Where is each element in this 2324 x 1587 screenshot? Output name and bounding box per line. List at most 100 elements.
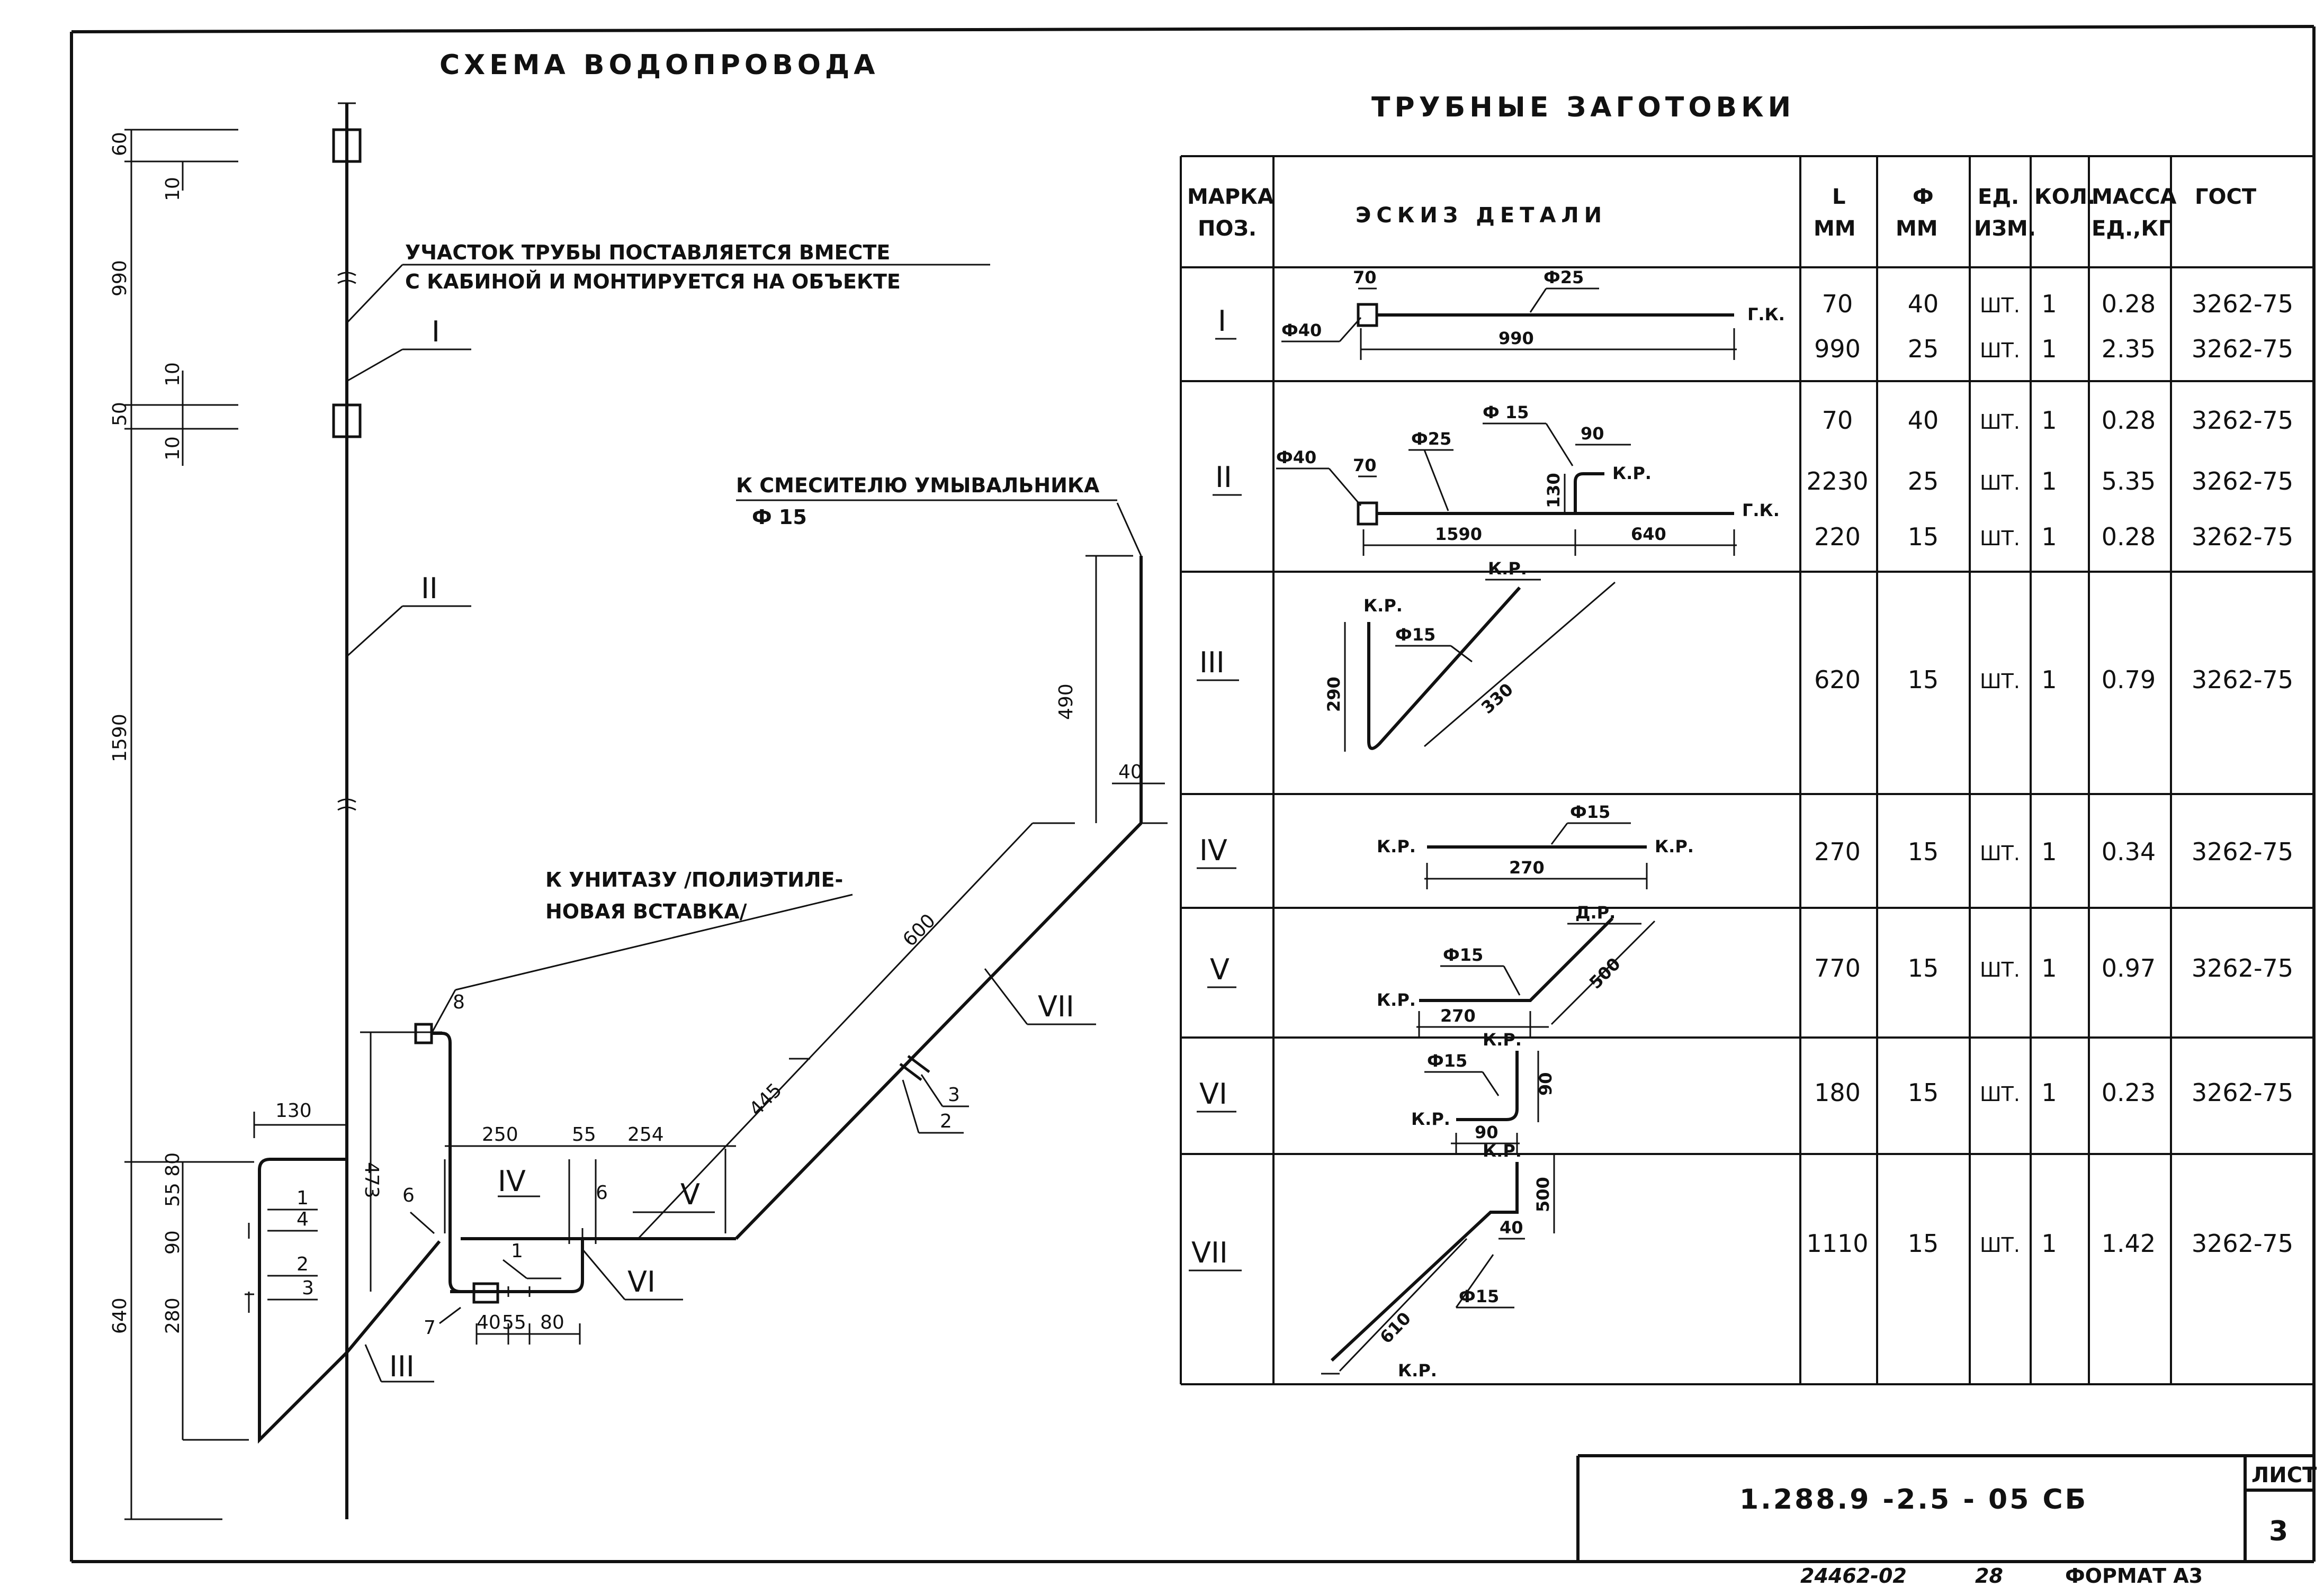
sketch-II: Ф40 70 Ф25 Ф 15 90 130 К.Р. 1590 640 Г.К… bbox=[1276, 402, 1780, 556]
label-VII: VII bbox=[1038, 990, 1074, 1023]
sketch-phi: Ф15 bbox=[1443, 945, 1483, 965]
sketch-end: К.Р. bbox=[1612, 463, 1652, 483]
dim-90: 90 bbox=[162, 1230, 184, 1255]
sheet-number: 3 bbox=[2269, 1516, 2290, 1547]
hdr-phi-2: ММ bbox=[1896, 217, 1938, 241]
mark-column: I II III IV V VI VII bbox=[1189, 304, 1242, 1272]
cell-phi: 25 bbox=[1908, 467, 1939, 495]
vertical-dimension-chain: 60 10 990 10 50 10 1590 640 280 90 55 80 bbox=[109, 129, 254, 1520]
water-supply-scheme: СХЕМА ВОДОПРОВОДА 60 10 990 10 50 10 159… bbox=[109, 49, 1168, 1520]
label-I: I bbox=[432, 315, 440, 348]
sketch-VII: К.Р. 500 40 610 Ф15 К.Р. bbox=[1321, 1141, 1555, 1381]
ref-2-left: 2 bbox=[297, 1254, 309, 1275]
cell-mass: 0.23 bbox=[2102, 1078, 2156, 1107]
cell-gost: 3262-75 bbox=[2192, 467, 2293, 495]
cell-unit: ШТ. bbox=[1980, 339, 2020, 362]
note-mixer-line1: К СМЕСИТЕЛЮ УМЫВАЛЬНИКА bbox=[736, 474, 1100, 497]
cell-phi: 15 bbox=[1908, 1229, 1939, 1258]
cell-mass: 1.42 bbox=[2102, 1229, 2156, 1258]
cell-unit: ШТ. bbox=[1980, 527, 2020, 550]
table-header: МАРКА ПОЗ. ЭСКИЗ ДЕТАЛИ L ММ Ф ММ ЕД. ИЗ… bbox=[1187, 185, 2257, 241]
dim-10-low: 10 bbox=[162, 436, 184, 461]
format-label: ФОРМАТ А3 bbox=[2065, 1564, 2203, 1587]
sketch-end: К.Р. bbox=[1398, 1360, 1437, 1381]
ref-4: 4 bbox=[297, 1209, 309, 1230]
ref-3-left: 3 bbox=[302, 1277, 314, 1299]
sketch-end: К.Р. bbox=[1655, 836, 1694, 856]
cell-gost: 3262-75 bbox=[2192, 954, 2293, 982]
cell-gost: 3262-75 bbox=[2192, 406, 2293, 435]
sketch-V: Ф15 Д.Р. 500 К.Р. 270 bbox=[1377, 903, 1656, 1038]
dim-250: 250 bbox=[482, 1124, 518, 1146]
cell-l: 220 bbox=[1814, 522, 1861, 551]
sketch-IV: Ф15 К.Р. К.Р. 270 bbox=[1377, 802, 1694, 889]
label-II: II bbox=[421, 572, 438, 605]
dim-254: 254 bbox=[627, 1124, 664, 1146]
label-IV: IV bbox=[498, 1165, 526, 1198]
cell-l: 270 bbox=[1814, 837, 1861, 866]
table-title: ТРУБНЫЕ ЗАГОТОВКИ bbox=[1371, 92, 1795, 123]
dim-55-top: 55 bbox=[572, 1124, 596, 1146]
hdr-unit-2: ИЗМ. bbox=[1974, 217, 2036, 241]
dim-445: 445 bbox=[745, 1079, 786, 1121]
sketch-phi: Ф15 bbox=[1395, 625, 1435, 645]
sketch-end: К.Р. bbox=[1377, 836, 1416, 856]
hdr-mass-1: МАССА bbox=[2092, 185, 2176, 209]
dim-473: 473 bbox=[361, 1162, 382, 1198]
cell-gost: 3262-75 bbox=[2192, 290, 2293, 318]
dim-60: 60 bbox=[109, 132, 131, 156]
sketch-end: Д.Р. bbox=[1575, 903, 1616, 923]
ref-6-left: 6 bbox=[402, 1185, 415, 1206]
sketch-phi: Ф15 bbox=[1570, 802, 1610, 822]
sketch-dim: 500 bbox=[1533, 1177, 1553, 1212]
cell-mass: 0.28 bbox=[2102, 406, 2156, 435]
cell-qty: 1 bbox=[2041, 467, 2057, 495]
cell-mass: 0.28 bbox=[2102, 522, 2156, 551]
sketch-III: К.Р. К.Р. Ф15 290 330 bbox=[1324, 558, 1616, 752]
note-mixer-line2: Ф 15 bbox=[752, 506, 807, 529]
hdr-mark-2: ПОЗ. bbox=[1198, 217, 1257, 241]
dim-50: 50 bbox=[109, 402, 131, 426]
table-row: 620 15 ШТ. 1 0.79 3262-75 bbox=[1814, 665, 2293, 694]
sketch-dim: 270 bbox=[1440, 1006, 1476, 1026]
bypass-branch: 130 1 4 2 3 bbox=[245, 1100, 348, 1444]
sketch-end: Г.К. bbox=[1747, 304, 1785, 324]
cell-unit: ШТ. bbox=[1980, 294, 2020, 317]
mark-VII: VII bbox=[1191, 1236, 1228, 1269]
note-toilet-line2: НОВАЯ ВСТАВКА/ bbox=[545, 900, 747, 923]
cell-unit: ШТ. bbox=[1980, 1083, 2020, 1106]
cell-gost: 3262-75 bbox=[2192, 1078, 2293, 1107]
dim-40-mixer: 40 bbox=[1118, 761, 1143, 783]
ref-7: 7 bbox=[424, 1317, 436, 1339]
hdr-phi-1: Ф bbox=[1913, 185, 1934, 209]
cell-mass: 2.35 bbox=[2102, 335, 2156, 363]
table-row: 180 15 ШТ. 1 0.23 3262-75 bbox=[1814, 1078, 2293, 1107]
hdr-mark-1: МАРКА bbox=[1187, 185, 1274, 209]
sketch-dim: 70 bbox=[1353, 267, 1377, 287]
sketch-VI: К.Р. Ф15 90 К.Р. 90 bbox=[1411, 1030, 1556, 1154]
sketch-dim: 70 bbox=[1353, 455, 1377, 475]
cell-phi: 15 bbox=[1908, 522, 1939, 551]
cell-l: 70 bbox=[1822, 406, 1853, 435]
cell-qty: 1 bbox=[2041, 335, 2057, 363]
sketch-phi: Ф25 bbox=[1411, 429, 1451, 449]
sketch-dim: 90 bbox=[1581, 423, 1604, 444]
mark-III: III bbox=[1199, 646, 1225, 679]
cell-unit: ШТ. bbox=[1980, 410, 2020, 434]
cell-unit: ШТ. bbox=[1980, 958, 2020, 981]
cell-qty: 1 bbox=[2041, 1229, 2057, 1258]
table-row: 1110 15 ШТ. 1 1.42 3262-75 bbox=[1806, 1229, 2293, 1258]
dim-55-loop: 55 bbox=[502, 1312, 526, 1333]
ref-1-valve: 1 bbox=[511, 1240, 523, 1262]
sketch-end: К.Р. bbox=[1377, 990, 1416, 1010]
hdr-l-1: L bbox=[1832, 185, 1846, 209]
sketch-dim: 270 bbox=[1509, 858, 1545, 878]
sketch-end: К.Р. bbox=[1483, 1030, 1522, 1050]
inventory-number: 24462-02 bbox=[1800, 1564, 1907, 1587]
hdr-sketch: ЭСКИЗ ДЕТАЛИ bbox=[1356, 203, 1607, 228]
table-row: 70 40 ШТ. 1 0.28 3262-75 2230 25 ШТ. 1 5… bbox=[1806, 406, 2293, 551]
ref-3-coupling: 3 bbox=[948, 1084, 960, 1106]
mark-I: I bbox=[1218, 304, 1226, 338]
cell-qty: 1 bbox=[2041, 522, 2057, 551]
cell-qty: 1 bbox=[2041, 665, 2057, 694]
